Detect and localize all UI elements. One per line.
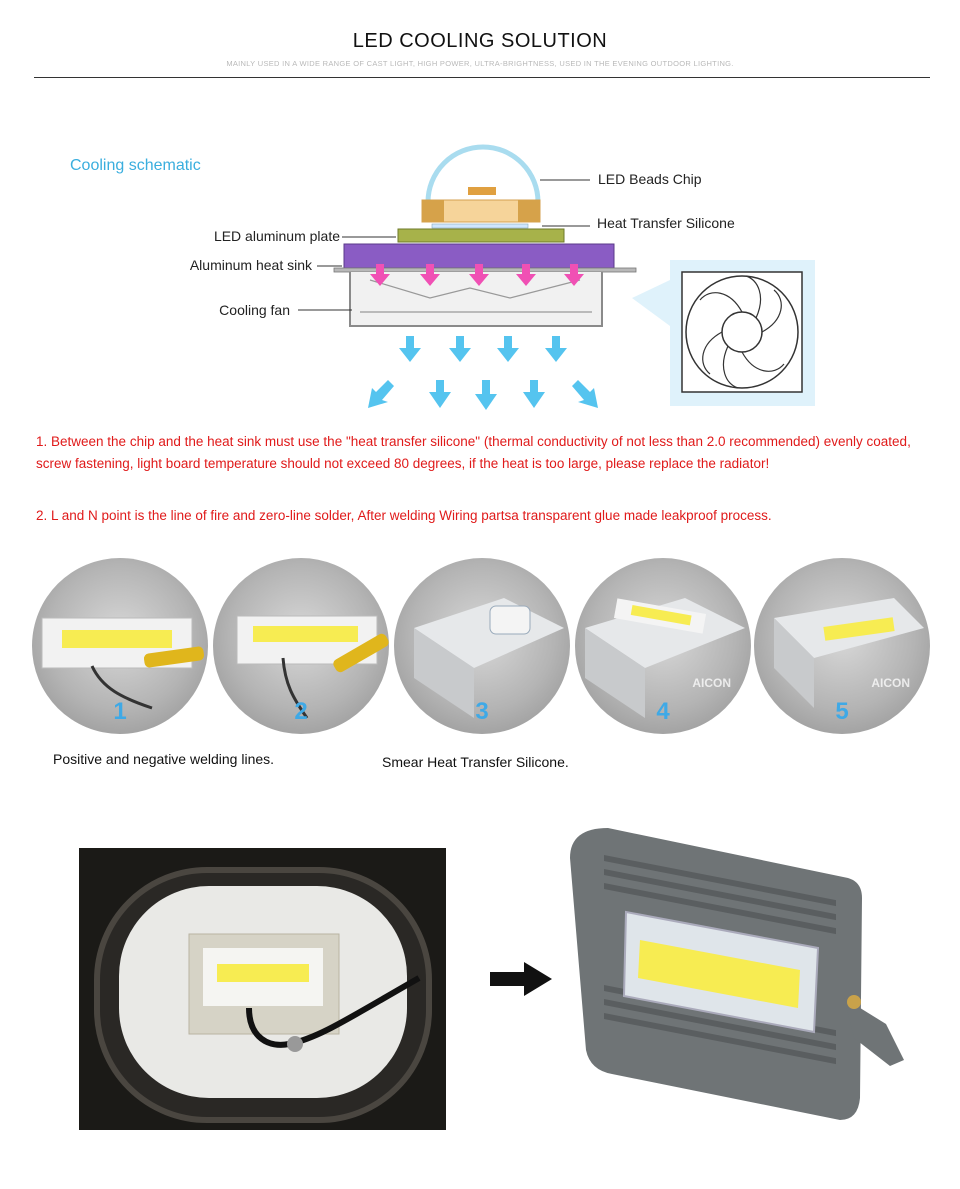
fan-blades-icon (699, 275, 785, 389)
floodlight-cob-chip (638, 940, 800, 1008)
light-dome-icon (425, 144, 541, 203)
cooling-schematic-diagram: LED Beads Chip Heat Transfer Silicone LE… (190, 144, 815, 410)
step-number: 1 (113, 698, 127, 725)
airflow-arrow-icon (449, 336, 471, 362)
heat-transfer-silicone (431, 223, 529, 229)
heat-arrow-icon (469, 264, 489, 286)
step-number: 2 (294, 698, 308, 725)
step-photo-4: AICON 4 (575, 558, 751, 734)
airflow-arrow-icon (523, 380, 545, 408)
old-lamp-photo (79, 848, 446, 1130)
heat-arrow-icon (370, 264, 390, 286)
heat-arrow-icon (420, 264, 440, 286)
callout-pointer (632, 280, 670, 326)
airflow-arrow-icon (368, 380, 394, 408)
led-chip-core (468, 187, 496, 195)
airflow-arrow-icon (497, 336, 519, 362)
page-title: LED COOLING SOLUTION (352, 30, 608, 52)
header-divider (34, 77, 930, 78)
heat-sink-icon (774, 598, 924, 708)
fan-frame (681, 271, 803, 393)
airflow-arrow-icon (545, 336, 567, 362)
step-number: 5 (835, 698, 849, 725)
label-heat-transfer-silicone: Heat Transfer Silicone (597, 215, 735, 231)
instruction-note-1: 1. Between the chip and the heat sink mu… (36, 434, 911, 471)
step-photo-5: AICON 5 (754, 558, 930, 734)
heat-sink-icon (585, 598, 745, 718)
airflow-arrow-icon (475, 380, 497, 410)
label-led-beads-chip: LED Beads Chip (598, 171, 702, 187)
led-floodlight-photo (570, 828, 904, 1120)
label-led-aluminum-plate: LED aluminum plate (214, 228, 340, 244)
airflow-arrow-icon (572, 380, 598, 408)
step-number: 4 (656, 698, 670, 725)
heat-sink-icon (414, 598, 564, 718)
fan-ring (685, 275, 799, 389)
caption-welding: Positive and negative welding lines. (53, 751, 275, 767)
airflow-arrows (368, 336, 598, 410)
step-photo-2: 2 (213, 558, 389, 734)
step-photo-1: 1 (32, 558, 208, 734)
led-chip-pad-right (518, 200, 540, 222)
led-aluminum-plate (397, 228, 565, 243)
schematic-section-label: Cooling schematic (70, 157, 201, 174)
bracket-screw-icon (847, 995, 861, 1009)
led-chip-pad-left (422, 200, 444, 222)
instruction-note-2: 2. L and N point is the line of fire and… (36, 508, 772, 523)
caption-smear-silicone: Smear Heat Transfer Silicone. (382, 754, 569, 770)
heat-flow-arrows (370, 264, 584, 286)
airflow-arrow-icon (429, 380, 451, 408)
step-number: 3 (475, 698, 489, 725)
airflow-arrow-icon (399, 336, 421, 362)
label-cooling-fan: Cooling fan (219, 302, 290, 318)
leader-lines (298, 179, 590, 311)
right-arrow-icon (490, 962, 552, 996)
led-board-icon (41, 617, 205, 710)
fan-airflow-line (369, 279, 581, 299)
oval-lamp-fixture-icon (94, 867, 432, 1123)
floodlight-bracket (844, 998, 904, 1066)
label-aluminum-heat-sink: Aluminum heat sink (190, 257, 313, 273)
heat-arrow-icon (564, 264, 584, 286)
heat-arrow-icon (516, 264, 536, 286)
step-watermark: AICON (871, 676, 910, 690)
installation-steps: 1 2 3 AICON 4 AICO (32, 558, 932, 738)
step-watermark: AICON (692, 676, 731, 690)
led-board-icon (236, 615, 389, 719)
page-subtitle: MAINLY USED IN A WIDE RANGE OF CAST LIGH… (226, 59, 734, 68)
step-photo-3: 3 (394, 558, 570, 734)
